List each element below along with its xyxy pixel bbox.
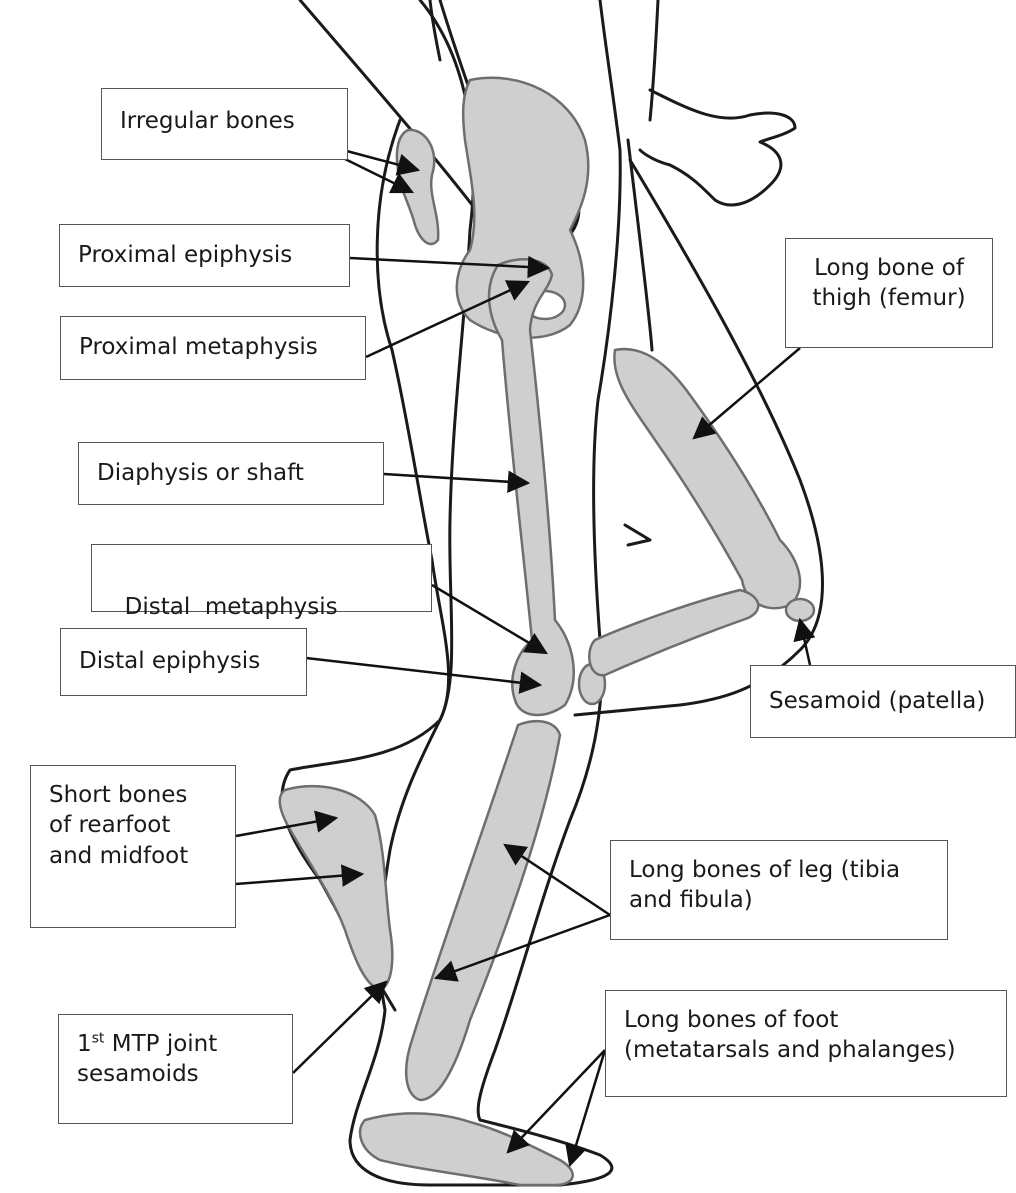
femur-bent bbox=[614, 349, 800, 608]
femur-line-2: thigh (femur) bbox=[804, 283, 974, 313]
proximal-epiphysis-text: Proximal epiphysis bbox=[78, 242, 292, 268]
patella-bent bbox=[786, 599, 814, 621]
femur-line-1: Long bone of bbox=[804, 253, 974, 283]
arrow-femur bbox=[694, 348, 800, 438]
foot-bones-line-2: (metatarsals and phalanges) bbox=[624, 1035, 988, 1065]
label-distal-metaphysis: Distal metaphysis bbox=[91, 544, 432, 612]
label-diaphysis: Diaphysis or shaft bbox=[78, 442, 384, 505]
mtp-line-1-rest: MTP joint bbox=[104, 1031, 217, 1057]
arrow-mtp bbox=[293, 982, 386, 1073]
right-arm bbox=[640, 90, 795, 205]
tibia-bent bbox=[589, 590, 758, 675]
torso-line bbox=[430, 0, 440, 60]
tibia-standing bbox=[406, 721, 560, 1100]
proximal-metaphysis-text: Proximal metaphysis bbox=[79, 334, 318, 360]
diaphysis-text: Diaphysis or shaft bbox=[97, 460, 304, 486]
back-leg-front bbox=[628, 140, 652, 350]
abdomen-line bbox=[600, 0, 620, 150]
irregular-bones-text: Irregular bones bbox=[120, 108, 295, 134]
leg-bones-line-2: and fibula) bbox=[629, 885, 929, 915]
short-bones-line-1: Short bones bbox=[49, 780, 217, 810]
mtp-line-1: 1st MTP joint bbox=[77, 1029, 274, 1059]
arrow-distal-epiphysis bbox=[306, 658, 540, 685]
label-leg-bones: Long bones of leg (tibia and fibula) bbox=[610, 840, 948, 940]
label-patella: Sesamoid (patella) bbox=[750, 665, 1016, 738]
mtp-line-2: sesamoids bbox=[77, 1059, 274, 1089]
label-femur: Long bone of thigh (femur) bbox=[785, 238, 993, 348]
arrow-patella bbox=[800, 620, 810, 665]
short-bones-line-3: and midfoot bbox=[49, 841, 217, 871]
label-proximal-metaphysis: Proximal metaphysis bbox=[60, 316, 366, 380]
mtp-superscript: st bbox=[92, 1030, 105, 1046]
distal-epiphysis-text: Distal epiphysis bbox=[79, 648, 260, 674]
label-foot-bones: Long bones of foot (metatarsals and phal… bbox=[605, 990, 1007, 1097]
label-irregular-bones: Irregular bones bbox=[101, 88, 348, 160]
foot-bent bbox=[280, 786, 393, 990]
foot-bones-line-1: Long bones of foot bbox=[624, 1005, 988, 1035]
patella-text: Sesamoid (patella) bbox=[769, 688, 985, 714]
label-proximal-epiphysis: Proximal epiphysis bbox=[59, 224, 350, 287]
distal-metaphysis-text: Distal metaphysis bbox=[125, 594, 338, 620]
arrow-diaphysis bbox=[384, 474, 528, 483]
leg-bones-line-1: Long bones of leg (tibia bbox=[629, 855, 929, 885]
mtp-number: 1 bbox=[77, 1031, 92, 1057]
label-distal-epiphysis: Distal epiphysis bbox=[60, 628, 307, 696]
crotch-mark bbox=[625, 525, 650, 545]
label-short-bones: Short bones of rearfoot and midfoot bbox=[30, 765, 236, 928]
foot-standing bbox=[360, 1113, 573, 1185]
torso-right bbox=[650, 0, 658, 120]
label-mtp-sesamoids: 1st MTP joint sesamoids bbox=[58, 1014, 293, 1124]
short-bones-line-2: of rearfoot bbox=[49, 810, 217, 840]
